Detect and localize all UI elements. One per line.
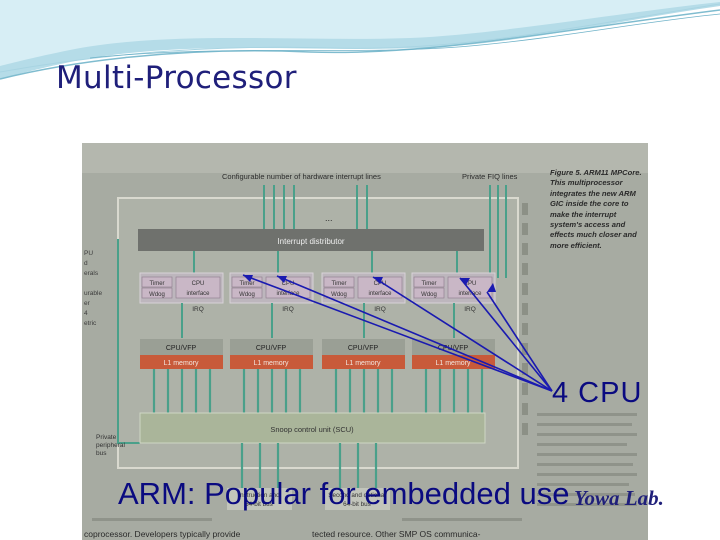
svg-text:CPU/VFP: CPU/VFP xyxy=(166,345,197,352)
margin-label: er xyxy=(84,300,91,307)
snoop-control-unit: Snoop control unit (SCU) xyxy=(270,425,354,434)
svg-text:Wdog: Wdog xyxy=(239,292,255,298)
svg-text:CPU: CPU xyxy=(192,281,205,287)
svg-text:CPU/VFP: CPU/VFP xyxy=(348,345,379,352)
svg-text:IRQ: IRQ xyxy=(464,306,476,313)
svg-text:CPU: CPU xyxy=(464,281,477,287)
svg-text:Wdog: Wdog xyxy=(149,292,165,298)
svg-text:L1 memory: L1 memory xyxy=(345,360,381,367)
interrupt-distributor: Interrupt distributor xyxy=(277,237,344,246)
svg-text:interface: interface xyxy=(368,291,392,297)
core-2: Timer Wdog CPU interface IRQ CPU/VFP L1 … xyxy=(229,272,314,369)
lab-label: Yowa Lab. xyxy=(574,486,664,510)
svg-text:Second and optional: Second and optional xyxy=(328,492,385,499)
slide-title: Multi-Processor xyxy=(56,60,297,96)
svg-text:bus: bus xyxy=(96,450,107,457)
bottom-caption: ARM: Popular for embedded use xyxy=(118,476,570,511)
svg-text:64-bit bus: 64-bit bus xyxy=(245,501,273,508)
top-label-left: Configurable number of hardware interrup… xyxy=(222,172,381,181)
svg-text:Timer: Timer xyxy=(149,281,164,287)
page-text-right: tected resource. Other SMP OS communica- xyxy=(312,529,481,539)
margin-label: urable xyxy=(84,290,102,297)
svg-text:peripheral: peripheral xyxy=(96,442,125,449)
svg-text:IRQ: IRQ xyxy=(192,306,204,313)
figure-caption: Figure 5. ARM11 MPCore. This multiproces… xyxy=(550,168,642,250)
mpcore-figure: PU d erals urable er 4 etric Configurabl… xyxy=(82,143,648,540)
svg-text:L1 memory: L1 memory xyxy=(163,360,199,367)
svg-text:interface: interface xyxy=(276,291,300,297)
margin-label: 4 xyxy=(84,310,88,317)
svg-text:CPU: CPU xyxy=(282,281,295,287)
svg-text:IRQ: IRQ xyxy=(282,306,294,313)
svg-text:Wdog: Wdog xyxy=(421,292,437,298)
svg-text:L1 memory: L1 memory xyxy=(435,360,471,367)
svg-text:interface: interface xyxy=(186,291,210,297)
svg-text:CPU/VFP: CPU/VFP xyxy=(256,345,287,352)
svg-text:Timer: Timer xyxy=(331,281,346,287)
page-text-left: coprocessor. Developers typically provid… xyxy=(84,529,241,539)
top-label-right: Private FIQ lines xyxy=(462,172,518,181)
header-swoosh xyxy=(0,0,720,80)
margin-label: erals xyxy=(84,270,99,277)
svg-text:Timer: Timer xyxy=(239,281,254,287)
ellipsis: ... xyxy=(325,213,333,223)
svg-text:IRQ: IRQ xyxy=(374,306,386,313)
svg-text:L1 memory: L1 memory xyxy=(253,360,289,367)
core-1: Timer Wdog CPU interface IRQ CPU/VFP L1 … xyxy=(139,272,224,369)
svg-text:Private: Private xyxy=(96,434,117,441)
svg-text:Instruction and: Instruction and xyxy=(238,492,280,499)
cpu-count-annotation: 4 CPU xyxy=(552,377,643,409)
svg-text:Wdog: Wdog xyxy=(331,292,347,298)
svg-text:64-bit bus: 64-bit bus xyxy=(343,501,371,508)
svg-text:interface: interface xyxy=(458,291,482,297)
svg-text:Timer: Timer xyxy=(421,281,436,287)
svg-text:CPU/VFP: CPU/VFP xyxy=(438,345,469,352)
margin-label: etric xyxy=(84,320,97,327)
margin-label: PU xyxy=(84,250,93,257)
margin-label: d xyxy=(84,260,88,267)
